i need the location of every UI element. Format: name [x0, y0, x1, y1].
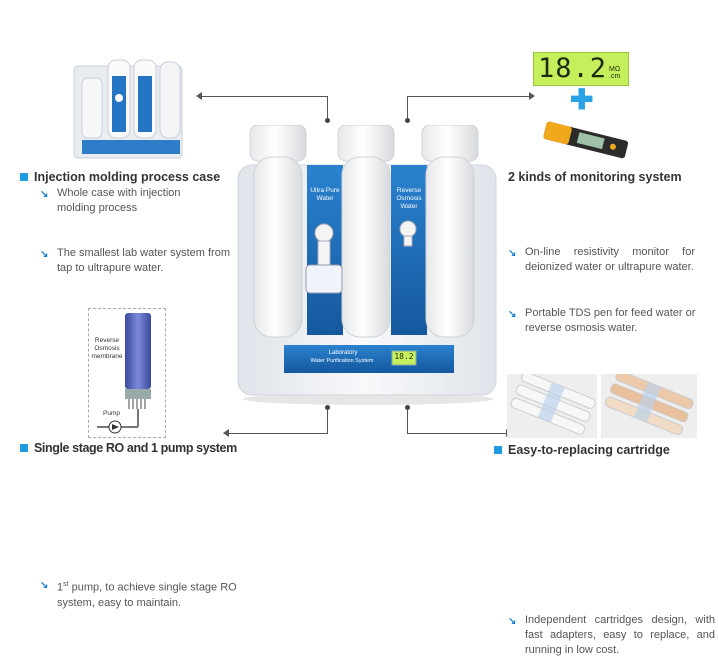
- connector-top-right-h: [407, 96, 533, 97]
- case-feature-title-text: Injection molding process case: [34, 170, 221, 184]
- case-bullet-2: ↘ The smallest lab water system from tap…: [40, 246, 232, 276]
- arrow-right-icon: [529, 92, 535, 100]
- title-square-icon: [20, 173, 28, 181]
- monitor-bullet-2: ↘ Portable TDS pen for feed water or rev…: [508, 306, 700, 336]
- case-bullet-1: ↘ Whole case with injection molding proc…: [40, 186, 222, 216]
- ro-feature-title: Single stage RO and 1 pump system: [20, 441, 237, 455]
- resistivity-unit: MΩ .cm: [609, 66, 621, 80]
- monitor-bullet-1: ↘ On-line resistivity monitor for deioni…: [508, 245, 695, 275]
- cartridge-bullet-1-text: Independent cartridges design, with fast…: [525, 613, 715, 656]
- ultra-pure-label: Ultra Pure Water: [310, 187, 340, 202]
- case-product-image: [68, 56, 188, 160]
- resistivity-value: 18.2: [538, 53, 608, 84]
- arrow-icon: ↘: [508, 309, 517, 320]
- connector-bottom-left-v: [327, 408, 328, 434]
- ro-bullet-1-text: pump, to achieve single stage RO system,…: [57, 581, 237, 609]
- connector-dot: [325, 118, 330, 123]
- arrow-icon: ↘: [40, 580, 49, 591]
- connector-dot: [405, 118, 410, 123]
- connector-top-left-h: [200, 96, 328, 97]
- monitor-bullet-1-text: On-line resistivity monitor for deionize…: [525, 246, 695, 273]
- ro-feature-title-text: Single stage RO and 1 pump system: [34, 441, 237, 455]
- case-bullet-1-text: Whole case with injection molding proces…: [57, 187, 181, 214]
- brand-line-2: Water Purification System: [310, 358, 374, 364]
- arrow-left-icon: [196, 92, 202, 100]
- ro-bullet-1: ↘ 1st pump, to achieve single stage RO s…: [40, 577, 252, 611]
- cartridge-bullet-1: ↘ Independent cartridges design, with fa…: [508, 613, 715, 658]
- monitor-feature-title-text: 2 kinds of monitoring system: [508, 170, 682, 184]
- pump-label: Pump: [103, 410, 120, 417]
- ro-diagram: Reverse Osmosis membrane Pump: [88, 308, 166, 438]
- case-feature-title: Injection molding process case: [20, 170, 220, 184]
- ro-membrane-illustration: [97, 313, 151, 434]
- tds-pen-image: [540, 115, 632, 163]
- title-square-icon: [20, 444, 28, 452]
- resistivity-display: 18.2 MΩ .cm: [533, 52, 629, 86]
- plus-icon: ✚: [570, 84, 594, 115]
- connector-bottom-right-v: [407, 408, 408, 434]
- cartridge-image-2: [601, 370, 697, 438]
- monitor-bullet-2-text: Portable TDS pen for feed water or rever…: [525, 307, 696, 334]
- water-purification-device: Ultra Pure Water Reverse Osmosis Water L…: [228, 124, 506, 405]
- arrow-icon: ↘: [508, 615, 517, 627]
- connector-bottom-left-h: [228, 433, 328, 434]
- device-illustration: [237, 124, 497, 405]
- reverse-osmosis-label: Reverse Osmosis Water: [396, 187, 422, 210]
- monitor-feature-title: 2 kinds of monitoring system: [508, 170, 682, 184]
- arrow-icon: ↘: [40, 189, 49, 200]
- case-bullet-2-text: The smallest lab water system from tap t…: [57, 247, 230, 274]
- arrow-icon: ↘: [40, 249, 49, 260]
- connector-top-left-v: [327, 96, 328, 120]
- arrow-icon: ↘: [508, 248, 517, 259]
- cartridge-image-1: [507, 371, 597, 438]
- connector-dot: [325, 405, 330, 410]
- device-display-value: 18.2: [394, 352, 414, 361]
- arrow-left-icon: [223, 429, 229, 437]
- connector-bottom-right-h: [407, 433, 507, 434]
- cartridge-feature-title: Easy-to-replacing cartridge: [494, 443, 670, 457]
- connector-dot: [405, 405, 410, 410]
- brand-line-1: Laboratory: [328, 350, 358, 356]
- ro-membrane-label: Reverse Osmosis membrane: [91, 337, 123, 360]
- cartridge-feature-title-text: Easy-to-replacing cartridge: [508, 443, 670, 457]
- connector-top-right-v: [407, 96, 408, 120]
- title-square-icon: [494, 446, 502, 454]
